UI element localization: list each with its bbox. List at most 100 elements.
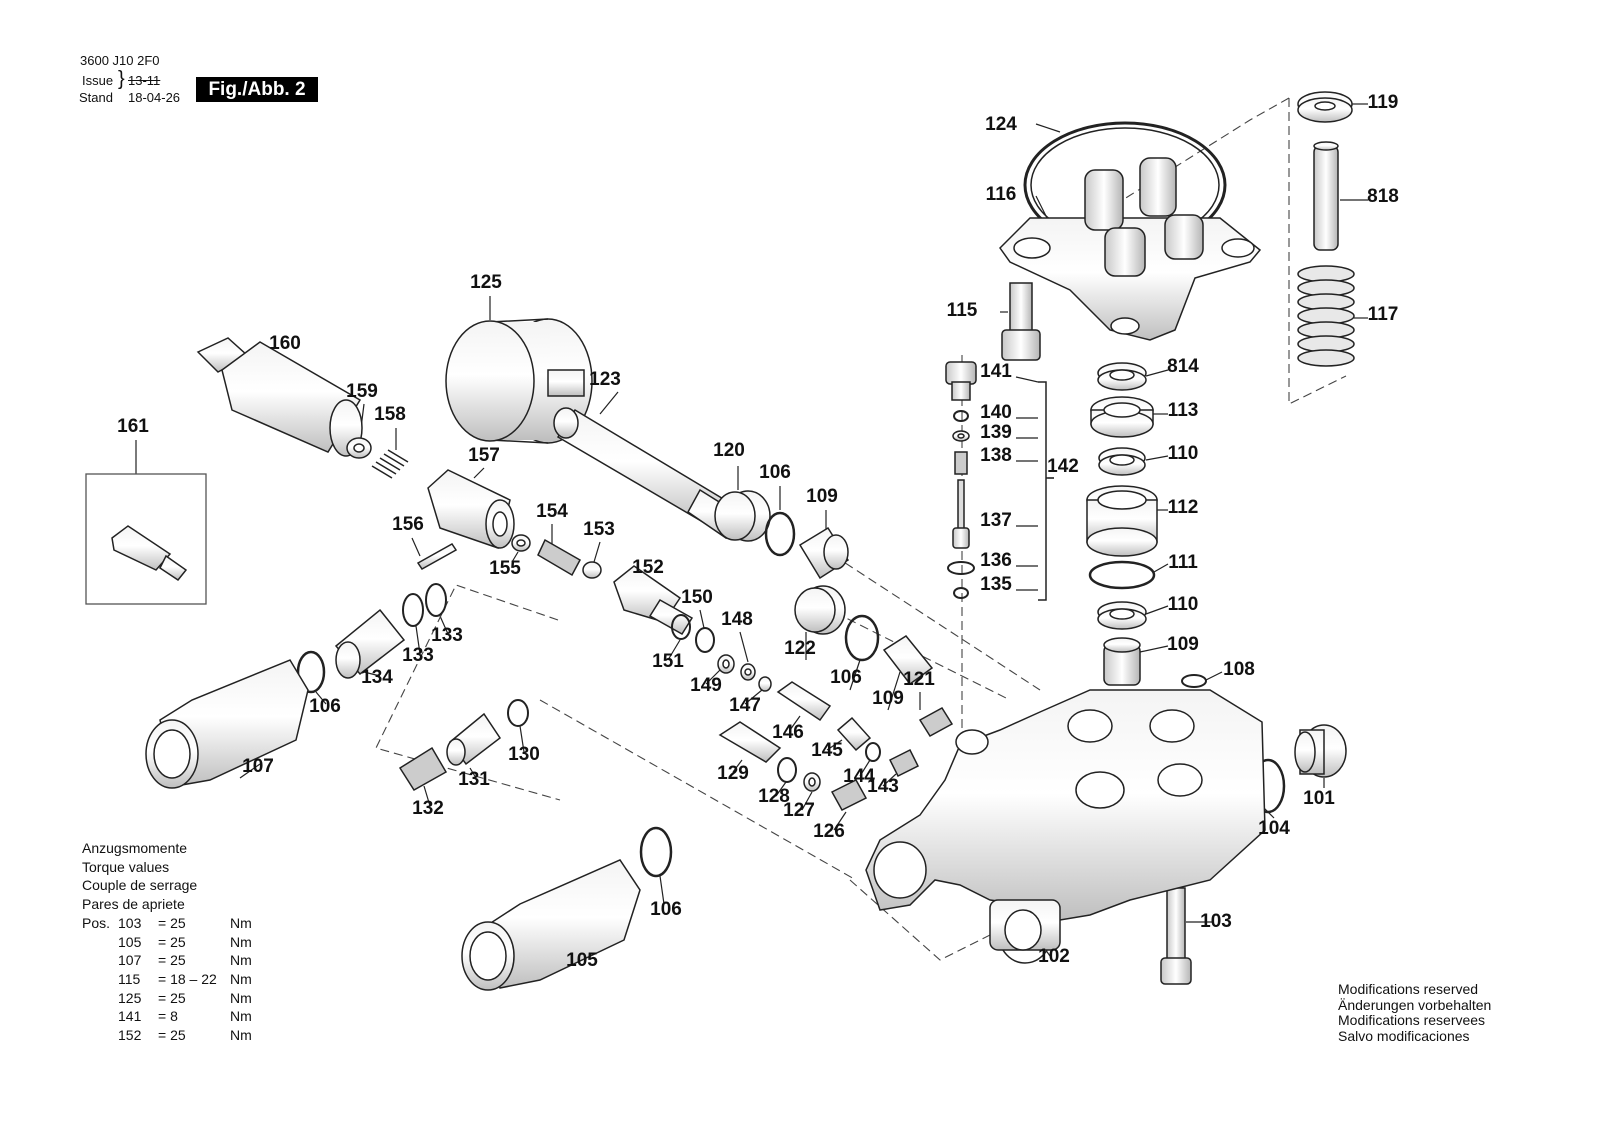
part-label-105: 105 [566, 950, 598, 971]
part-label-122: 122 [784, 638, 816, 659]
leader-line [1145, 455, 1169, 461]
part-157-injector-body [427, 469, 515, 549]
torque-value: = 8 [158, 1008, 178, 1025]
part-label-153: 153 [583, 519, 615, 540]
part-156-pin [416, 543, 458, 570]
leader-line [511, 551, 519, 563]
torque-title-fr: Couple de serrage [82, 877, 198, 894]
part-label-137: 137 [980, 510, 1012, 531]
leader-line [882, 773, 897, 787]
part-105-coupling [461, 859, 641, 991]
part-label-106: 106 [309, 696, 341, 717]
notice-en: Modifications reserved [1338, 981, 1479, 997]
leader-line [789, 715, 801, 731]
leader-line [1035, 123, 1061, 133]
leader-line [1205, 671, 1223, 681]
part-159-nut [346, 437, 372, 459]
torque-unit: Nm [230, 1026, 252, 1043]
leader-line [423, 785, 431, 807]
part-160-sleeve [196, 337, 363, 457]
notice-de: Änderungen vorbehalten [1338, 996, 1492, 1013]
part-label-141: 141 [980, 361, 1012, 382]
part-label-106: 106 [830, 667, 862, 688]
part-label-140: 140 [980, 402, 1012, 423]
assembly-axis-lines [375, 97, 1347, 961]
part-814-seal [1097, 362, 1147, 391]
part-127-washer [803, 772, 821, 792]
part-146-valve-stem [776, 681, 832, 722]
part-label-111: 111 [1168, 552, 1198, 573]
leader-line [315, 691, 327, 705]
leader-line [667, 639, 681, 661]
part-128-o-ring [777, 757, 797, 783]
figure-label: Fig./Abb. 2 [196, 77, 318, 102]
part-150-o-ring [695, 627, 715, 653]
part-134-piston [334, 608, 406, 679]
part-label-127: 127 [783, 800, 815, 821]
torque-value: = 25 [158, 989, 186, 1006]
part-136-o-ring [947, 561, 975, 575]
part-120-nut [714, 490, 771, 542]
part-label-115: 115 [947, 300, 978, 321]
part-109-valve-left [798, 526, 850, 580]
part-153-ball [582, 561, 602, 579]
part-label-134: 134 [361, 667, 393, 688]
part-label-104: 104 [1258, 818, 1290, 839]
torque-value: = 25 [158, 1026, 186, 1043]
part-106-o-ring-upper [764, 511, 796, 557]
leader-line [1153, 563, 1169, 573]
leader-line [1139, 645, 1169, 653]
leader-line [1145, 369, 1169, 377]
leader-line [887, 671, 901, 711]
part-102-pump-housing [865, 689, 1266, 964]
part-110-ring-lower [1097, 601, 1147, 630]
part-130-o-ring [507, 699, 529, 727]
part-141-plug [945, 361, 977, 401]
torque-pos: 103 [118, 914, 142, 931]
part-126-spring [830, 779, 868, 811]
torque-pos: 125 [118, 989, 142, 1006]
part-143-spring [888, 748, 920, 778]
part-115-screw [1001, 282, 1041, 361]
leader-line [593, 541, 601, 563]
torque-unit: Nm [230, 933, 252, 950]
part-label-135: 135 [980, 574, 1012, 595]
part-label-109: 109 [872, 688, 904, 709]
part-132-spring [398, 746, 448, 792]
leader-line [473, 467, 485, 479]
part-155-washer [511, 534, 531, 552]
part-label-119: 119 [1368, 92, 1399, 113]
part-117-spring [1297, 265, 1355, 367]
part-label-161: 161 [117, 416, 149, 437]
document-number: 3600 J10 2F0 [80, 53, 160, 68]
part-label-133: 133 [402, 645, 434, 666]
leader-line [363, 671, 381, 677]
part-label-120: 120 [713, 440, 745, 461]
part-label-136: 136 [980, 550, 1012, 571]
part-111-o-ring [1088, 560, 1156, 590]
part-112-guide [1086, 485, 1158, 557]
leader-line [415, 625, 421, 655]
part-label-154: 154 [536, 501, 568, 522]
stand-value: 18-04-26 [128, 90, 181, 105]
part-label-108: 108 [1223, 659, 1255, 680]
torque-unit: Nm [230, 970, 252, 987]
leader-line [699, 609, 705, 629]
part-label-133: 133 [431, 625, 463, 646]
part-label-102: 102 [1038, 946, 1070, 967]
notice-fr: Modifications reservees [1338, 1012, 1486, 1028]
part-label-129: 129 [717, 763, 749, 784]
part-label-152: 152 [632, 557, 664, 578]
part-161-inset-box [85, 473, 207, 605]
part-135-o-ring [953, 587, 969, 599]
leader-line [859, 759, 871, 777]
part-label-144: 144 [843, 766, 875, 787]
leader-line [739, 631, 749, 663]
part-label-160: 160 [269, 333, 301, 354]
torque-title-es: Pares de apriete [82, 896, 185, 913]
part-label-109: 109 [1167, 634, 1199, 655]
modifications-notice: Modifications reserved Änderungen vorbeh… [1338, 981, 1492, 1044]
